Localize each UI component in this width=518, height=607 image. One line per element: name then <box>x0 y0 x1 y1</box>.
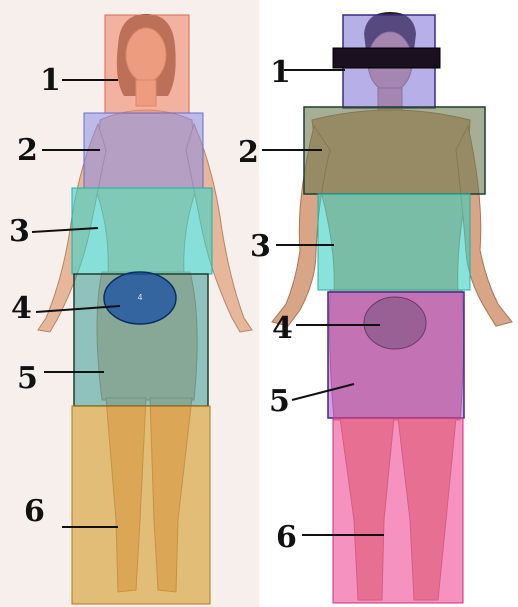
male-region-4-pelvis <box>364 297 426 349</box>
male-region-6-legs <box>333 418 463 603</box>
male-label-6-text: 6 <box>276 520 297 555</box>
female-label-3-text: 3 <box>9 214 30 249</box>
male-label-3-text: 3 <box>250 229 271 264</box>
male-region-2-chest <box>304 107 485 194</box>
female-region-4-center-mark: 4 <box>137 293 142 302</box>
male-eye-censor-bar <box>333 48 440 68</box>
male-label-2-text: 2 <box>238 135 259 170</box>
female-label-5-text: 5 <box>17 361 38 396</box>
female-label-6-text: 6 <box>24 494 45 529</box>
female-label-4-text: 4 <box>11 291 32 326</box>
female-label-2-text: 2 <box>17 133 38 168</box>
female-figure: 4 1 2 3 4 5 6 <box>0 0 259 607</box>
male-figure: 1 2 3 4 5 6 <box>238 0 518 607</box>
male-label-5-text: 5 <box>269 384 290 419</box>
female-label-1-text: 1 <box>40 63 61 98</box>
male-label-1-text: 1 <box>270 55 291 90</box>
female-region-6-legs <box>72 406 210 604</box>
male-label-4-text: 4 <box>272 311 293 346</box>
female-region-1-head <box>105 15 189 113</box>
female-region-2-chest <box>84 113 203 188</box>
female-region-3-abdomen <box>72 188 212 274</box>
male-region-3-abdomen <box>318 194 470 290</box>
